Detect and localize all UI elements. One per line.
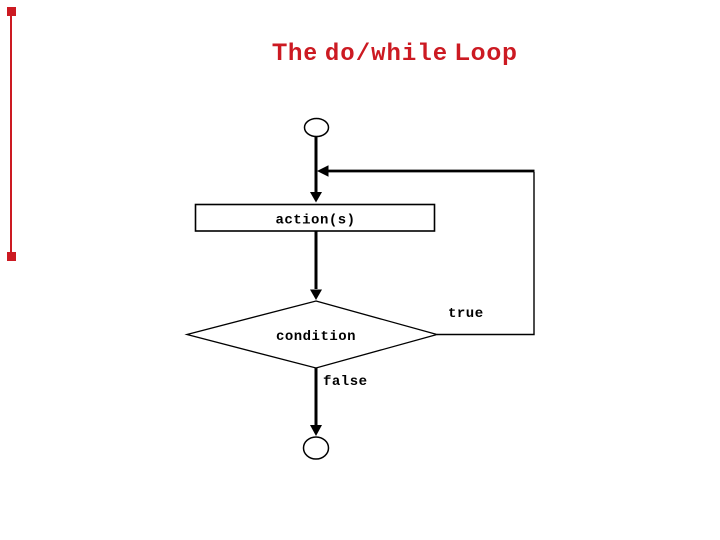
edge-true-loop-right [437, 172, 535, 336]
decoration-line [10, 15, 12, 254]
flow-arrowheads [310, 165, 329, 436]
condition-label: condition [276, 329, 356, 345]
condition-diamond [184, 300, 440, 369]
end-terminal [302, 436, 330, 460]
action-box [194, 203, 436, 232]
title-suffix: Loop [455, 39, 518, 66]
true-branch-label: true [448, 306, 484, 322]
arrowhead-into-condition [310, 289, 322, 300]
arrowhead-into-action [310, 192, 322, 203]
title-code: do/while [324, 41, 449, 68]
action-label: action(s) [275, 213, 355, 229]
false-branch-label: false [323, 374, 368, 390]
decoration-square-bottom [7, 252, 16, 261]
decoration-square-top [7, 7, 16, 16]
flow-edges [314, 136, 535, 425]
arrowhead-true-into-main [317, 165, 329, 177]
title-prefix: The [272, 39, 318, 66]
start-terminal [303, 117, 330, 138]
arrowhead-into-end [310, 425, 322, 436]
